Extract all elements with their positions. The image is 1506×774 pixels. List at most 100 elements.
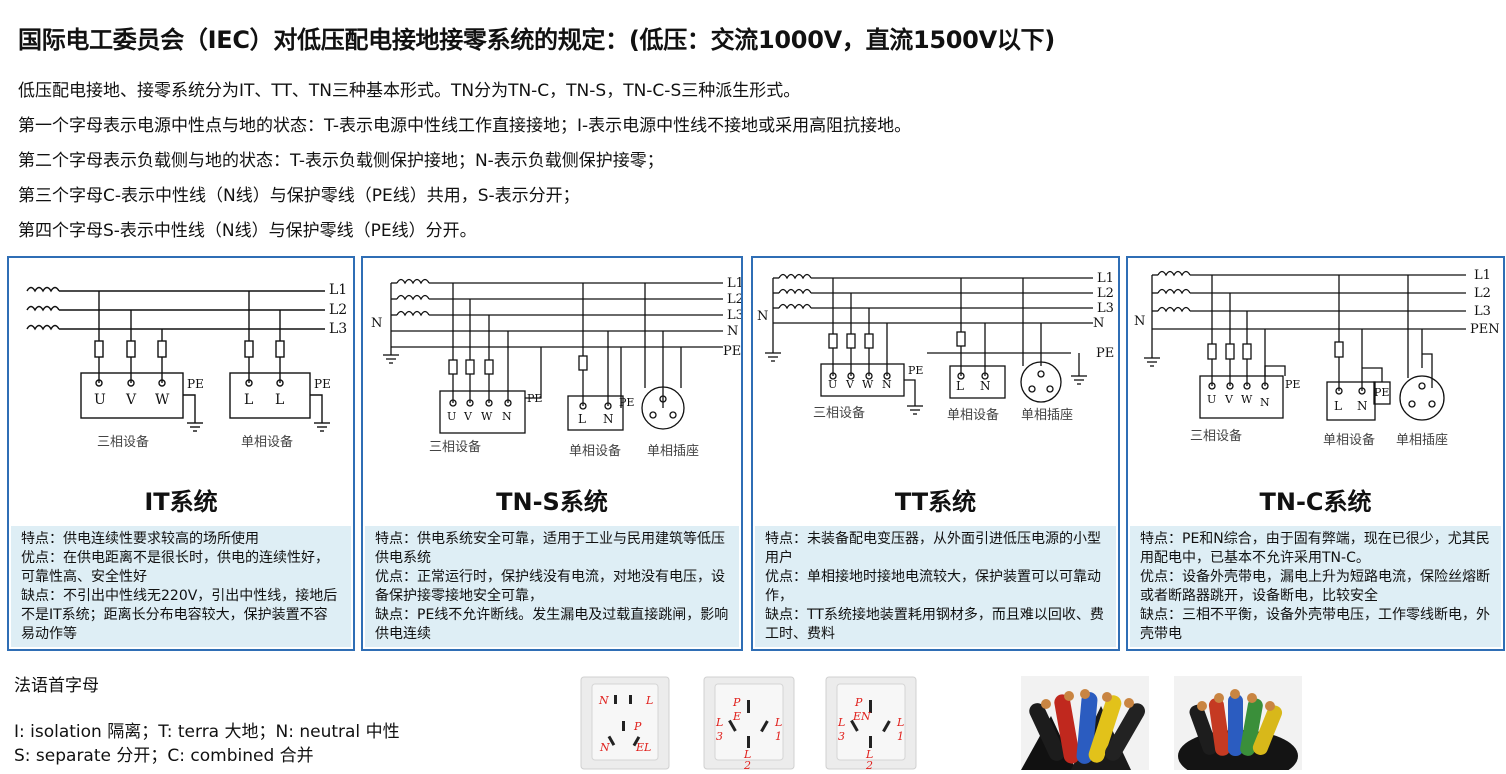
caption-single-phase: 单相设备 xyxy=(241,434,293,450)
socket-label: L xyxy=(743,748,751,761)
socket-label: P xyxy=(854,696,863,709)
terminal-label: V xyxy=(463,410,473,423)
terminal-label: U xyxy=(828,378,837,391)
line-label: L3 xyxy=(1097,301,1114,316)
desc-feature: 特点：未装备配电变压器，从外面引进低压电源的小型用户 xyxy=(765,531,1101,566)
terminal-label: N xyxy=(603,412,614,426)
socket-label: 3 xyxy=(838,730,845,743)
socket-label: EN xyxy=(852,710,871,723)
line-label: L3 xyxy=(1474,304,1491,319)
panel-title: TN-S系统 xyxy=(496,488,608,516)
tn-c-system-diagram: N L1 L2 L3 PEN U V W N PE L N PE 三相设备 单相… xyxy=(1134,268,1500,448)
line-label: L2 xyxy=(727,292,741,307)
line-label: PEN xyxy=(1470,322,1500,337)
desc-cons: 缺点：不引出中性线无220V，引出中性线，接地后不是IT系统；距离长分布电容较大… xyxy=(21,588,338,642)
socket-label: L xyxy=(645,694,653,707)
letter-notes: 法语首字母 I: isolation 隔离；T: terra 大地；N: neu… xyxy=(14,674,400,768)
line-label: PE xyxy=(723,344,741,359)
terminal-label: W xyxy=(1241,393,1253,406)
terminal-label: V xyxy=(845,378,855,391)
line-label: N xyxy=(727,324,738,339)
caption-socket: 单相插座 xyxy=(647,444,699,459)
line-label: L1 xyxy=(329,282,347,298)
pe-label: PE xyxy=(1285,378,1300,391)
tn-s-system-diagram: N L1 L2 L3 N PE U V W N PE L N PE 三相设备 单… xyxy=(371,276,741,459)
socket-label: L xyxy=(837,716,845,729)
desc-cons: 缺点：三相不平衡，设备外壳带电压，工作零线断电，外壳带电 xyxy=(1140,607,1490,642)
desc-pros: 优点：在供电距离不是很长时，供电的连续性好，可靠性高、安全性好 xyxy=(21,550,329,585)
terminal-label: L xyxy=(1334,399,1342,413)
pe-label: PE xyxy=(1374,386,1389,399)
caption-single-phase: 单相设备 xyxy=(947,407,999,423)
terminal-label: N xyxy=(1260,396,1270,409)
panel-description: 特点：供电连续性要求较高的场所使用 优点：在供电距离不是很长时，供电的连续性好，… xyxy=(11,526,351,647)
socket-label: 3 xyxy=(716,730,723,743)
notes-heading: 法语首字母 xyxy=(14,676,99,696)
terminal-label: W xyxy=(155,392,170,408)
terminal-label: N xyxy=(980,379,991,393)
line-label: L1 xyxy=(1474,268,1491,283)
terminal-label: V xyxy=(1224,393,1234,406)
desc-feature: 特点：供电连续性要求较高的场所使用 xyxy=(21,531,259,547)
line-label: L1 xyxy=(1097,271,1114,286)
socket-label: E xyxy=(732,710,741,723)
pe-label: PE xyxy=(908,364,923,377)
tt-system-diagram: N L1 L2 L3 N PE U V W N PE L N 三相设备 单相设备… xyxy=(757,271,1114,423)
intro-line: 第四个字母S-表示中性线（N线）与保护零线（PE线）分开。 xyxy=(18,221,477,241)
socket-label: L xyxy=(715,716,723,729)
desc-cons: 缺点：TT系统接地装置耗用钢材多，而且难以回收、费工时、费料 xyxy=(765,607,1104,642)
panel-title: IT系统 xyxy=(144,488,218,516)
socket-label: 1 xyxy=(775,730,782,743)
socket-photo-2: P E L 3 L 1 L 2 xyxy=(703,676,795,772)
socket-label: L xyxy=(774,716,782,729)
pe-label: PE xyxy=(187,377,204,391)
caption-socket: 单相插座 xyxy=(1396,433,1448,448)
cable-photo-1 xyxy=(1021,676,1149,770)
intro-line: 第三个字母C-表示中性线（N线）与保护零线（PE线）共用，S-表示分开； xyxy=(18,186,580,206)
socket-label: P xyxy=(633,720,642,733)
line-label: L2 xyxy=(329,302,347,318)
socket-label: 2 xyxy=(743,759,751,770)
terminal-label: W xyxy=(481,410,493,423)
pe-label: PE xyxy=(527,392,542,405)
terminal-label: U xyxy=(1207,393,1216,406)
terminal-label: U xyxy=(447,410,456,423)
tn-s-system-panel: N L1 L2 L3 N PE U V W N PE L N PE 三相设备 单… xyxy=(361,256,743,651)
caption-socket: 单相插座 xyxy=(1021,408,1073,423)
desc-feature: 特点：PE和N综合，由于固有弊端，现在已很少，尤其民用配电中，已基本不允许采用T… xyxy=(1140,531,1490,566)
terminal-label: V xyxy=(125,392,137,408)
neutral-label: N xyxy=(1134,314,1145,329)
terminal-label: L xyxy=(956,379,964,393)
tt-system-panel: N L1 L2 L3 N PE U V W N PE L N 三相设备 单相设备… xyxy=(751,256,1120,651)
terminal-label: L xyxy=(578,412,586,426)
neutral-label: N xyxy=(371,316,382,331)
line-label: L3 xyxy=(329,321,347,337)
socket-photo-3: P EN L 3 L 1 L 2 xyxy=(825,676,917,772)
socket-label: L xyxy=(865,748,873,761)
panel-title: TN-C系统 xyxy=(1259,488,1372,516)
desc-pros: 优点：正常运行时，保护线没有电流，对地没有电压，设备保护接零接地安全可靠， xyxy=(375,569,725,604)
intro-text: 低压配电接地、接零系统分为IT、TT、TN三种基本形式。TN分为TN-C，TN-… xyxy=(18,78,1118,253)
socket-label: EL xyxy=(635,741,651,754)
line-label: N xyxy=(1093,316,1104,331)
desc-cons: 缺点：PE线不允许断线。发生漏电及过载直接跳闸，影响供电连续 xyxy=(375,607,729,642)
terminal-label: N xyxy=(1357,399,1368,413)
terminal-label: U xyxy=(94,392,106,408)
terminal-label: L xyxy=(244,392,253,408)
socket-label: N xyxy=(598,694,609,707)
socket-label: N xyxy=(599,741,610,754)
panel-description: 特点：PE和N综合，由于固有弊端，现在已很少，尤其民用配电中，已基本不允许采用T… xyxy=(1130,526,1501,647)
caption-three-phase: 三相设备 xyxy=(813,405,865,421)
caption-single-phase: 单相设备 xyxy=(569,443,621,459)
caption-single-phase: 单相设备 xyxy=(1323,432,1375,448)
intro-line: 第二个字母表示负载侧与地的状态：T-表示负载侧保护接地；N-表示负载侧保护接零； xyxy=(18,151,664,171)
panel-description: 特点：供电系统安全可靠，适用于工业与民用建筑等低压供电系统 优点：正常运行时，保… xyxy=(365,526,739,647)
socket-label: P xyxy=(732,696,741,709)
terminal-label: N xyxy=(502,410,512,423)
cable-photo-2 xyxy=(1174,676,1302,774)
tn-c-system-panel: N L1 L2 L3 PEN U V W N PE L N PE 三相设备 单相… xyxy=(1126,256,1505,651)
intro-line: 第一个字母表示电源中性点与地的状态：T-表示电源中性线工作直接接地；I-表示电源… xyxy=(18,116,912,136)
line-label: L2 xyxy=(1474,286,1491,301)
socket-label: 2 xyxy=(865,759,873,770)
neutral-label: N xyxy=(757,309,768,324)
